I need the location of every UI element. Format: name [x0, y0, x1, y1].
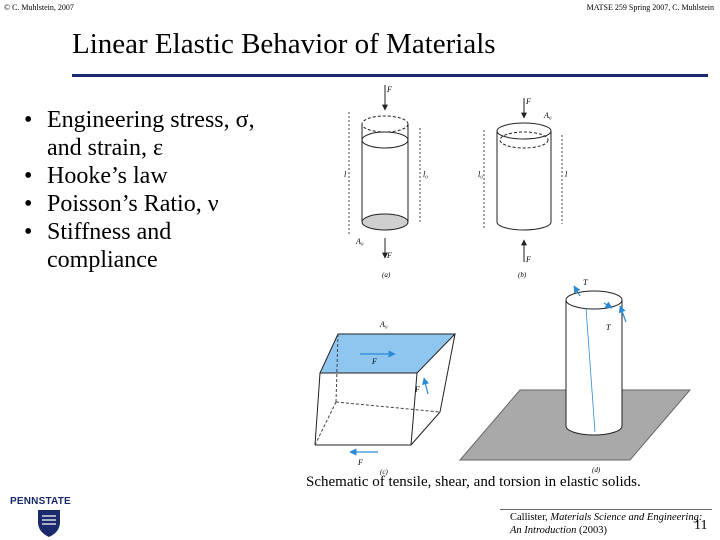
citation-year: (2003) [576, 525, 608, 536]
force-label-a-top: F [386, 85, 392, 94]
panel-label-a: (a) [382, 271, 391, 279]
bullet-item-poissons-ratio: • Poisson’s Ratio, ν [22, 190, 322, 218]
bullet-line: Hooke’s law [47, 163, 168, 189]
force-label-b-top: F [525, 97, 531, 106]
length-label-b: l [565, 170, 568, 179]
figure-caption: Schematic of tensile, shear, and torsion… [306, 474, 641, 490]
bullet-line: Poisson’s Ratio, ν [47, 191, 219, 217]
force-label-a-bottom: F [386, 251, 392, 260]
original-length-label-a: l₀ [423, 170, 428, 179]
citation-subtitle: An Introduction [510, 525, 577, 536]
area-label-c: A₀ [379, 320, 388, 329]
header-copyright: © C. Muhlstein, 2007 [4, 3, 74, 12]
header-course: MATSE 259 Spring 2007, C. Muhlstein [586, 3, 714, 12]
pennstate-wordmark: PENNSTATE [10, 496, 71, 507]
bullet-line: compliance [47, 247, 158, 273]
bullet-item-hookes-law: • Hooke’s law [22, 162, 322, 190]
bullet-item-stiffness: • Stiffness and compliance [22, 218, 322, 274]
bullet-list: • Engineering stress, σ, and strain, ε •… [22, 106, 322, 274]
bullet-line: and strain, ε [47, 135, 164, 161]
area-label-b: A₀ [543, 111, 552, 120]
length-label-a: l [344, 170, 347, 179]
force-label-c-top: F [371, 357, 377, 366]
page-number: 11 [694, 518, 708, 533]
tension-cylinder-diagram: F F l l₀ A₀ (a) [344, 85, 428, 279]
bullet-symbol: • [24, 191, 33, 217]
torque-label-side: T [606, 323, 611, 332]
title-underline [72, 74, 708, 77]
bullet-symbol: • [24, 107, 33, 133]
panel-label-d: (d) [592, 466, 601, 474]
panel-label-b: (b) [518, 271, 527, 279]
citation-title: Materials Science and Engineering: [550, 512, 703, 523]
torque-label-top: T [583, 278, 588, 287]
shield-icon [38, 510, 60, 537]
bullet-item-stress-strain: • Engineering stress, σ, and strain, ε [22, 106, 322, 162]
pennstate-logo: PENNSTATE [10, 496, 71, 538]
bullet-symbol: • [24, 163, 33, 189]
slide-title: Linear Elastic Behavior of Materials [72, 28, 496, 60]
shear-block-diagram: A₀ F F F (c) [314, 320, 457, 476]
bullet-symbol: • [24, 219, 33, 245]
citation-author: Callister, [510, 512, 551, 523]
bullet-line: Stiffness and [47, 219, 172, 245]
area-label-a: A₀ [355, 237, 364, 246]
original-length-label-b: l₀ [478, 170, 483, 179]
citation: Callister, Materials Science and Enginee… [510, 511, 702, 537]
compression-cylinder-diagram: F F A₀ l₀ l (b) [478, 97, 568, 279]
panel-label-c: (c) [380, 468, 388, 476]
torsion-cylinder-diagram: T T (d) [458, 278, 692, 474]
force-label-c-side: F [414, 385, 420, 394]
bullet-line: Engineering stress, σ, [47, 107, 255, 133]
force-label-c-bottom: F [357, 458, 363, 467]
force-label-b-bottom: F [525, 255, 531, 264]
footer-divider [500, 509, 712, 510]
